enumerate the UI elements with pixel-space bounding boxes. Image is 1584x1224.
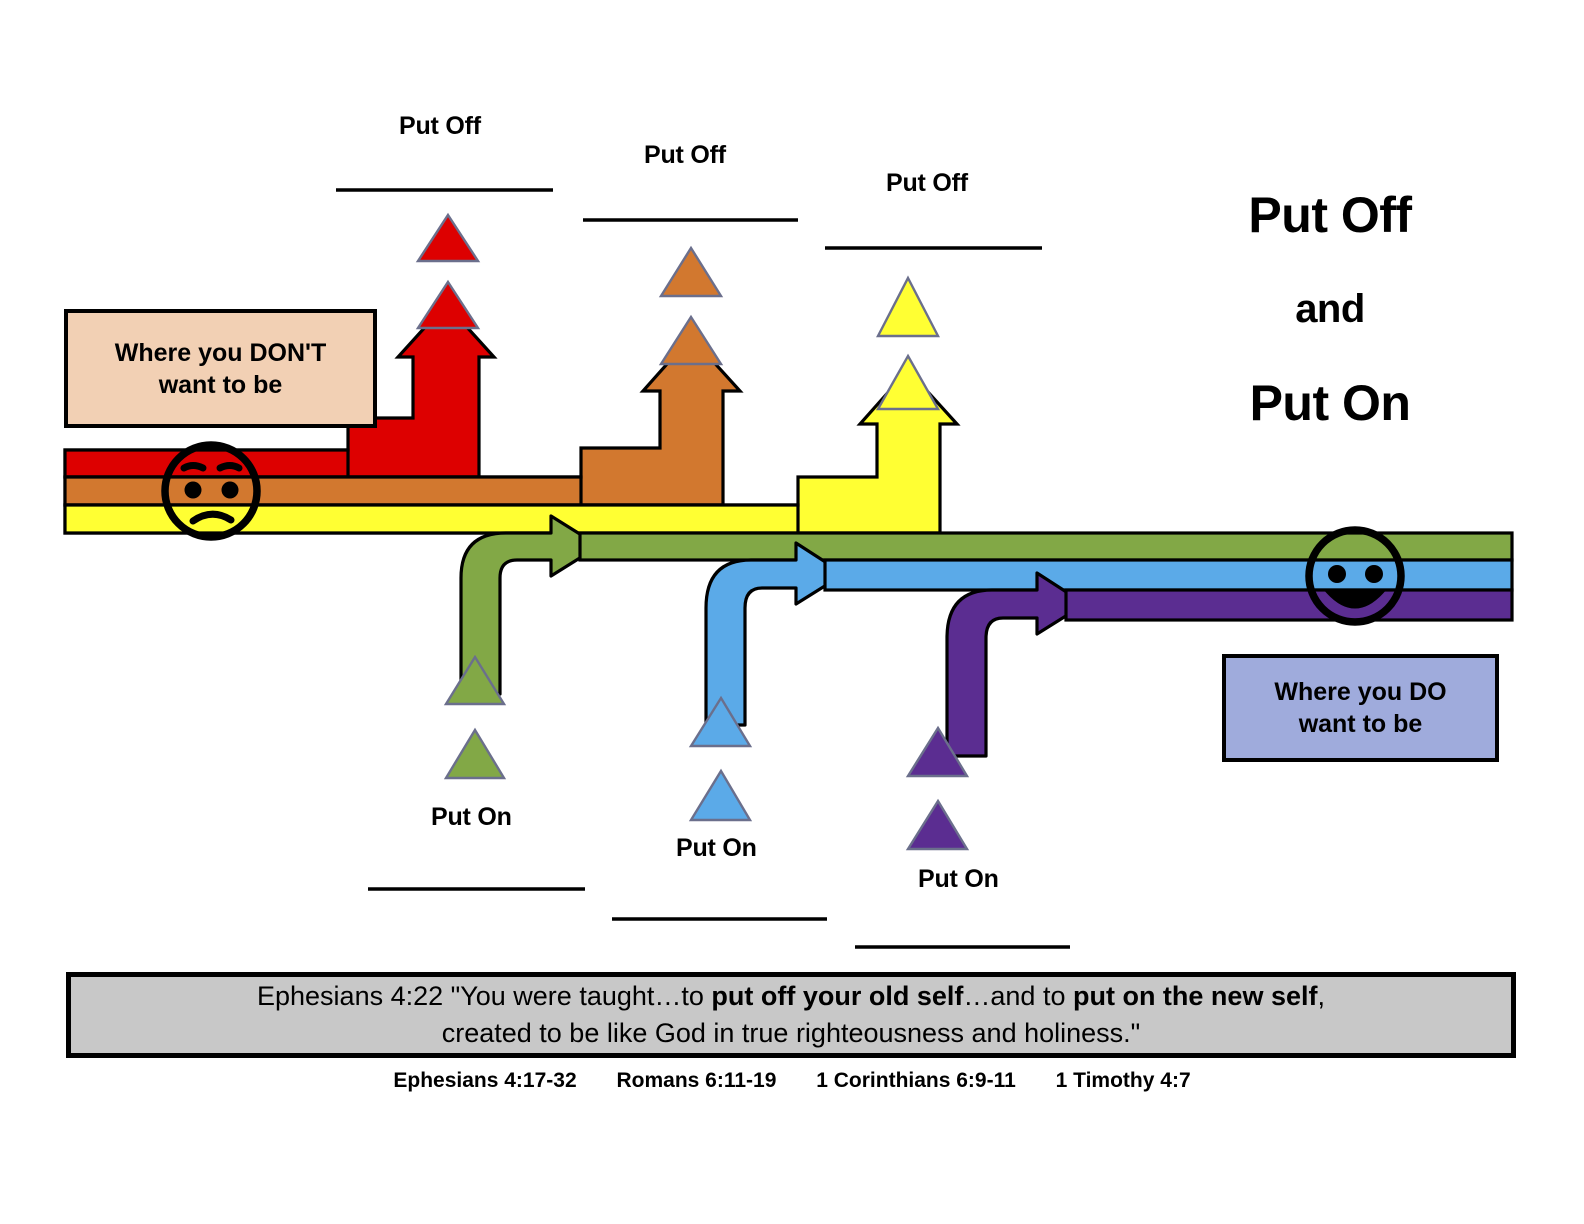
blue-triangles <box>688 695 753 822</box>
yellow-triangles <box>875 275 941 411</box>
scripture-bold-2: put on the new self <box>1072 980 1318 1011</box>
blue-bar <box>823 558 1514 592</box>
purple-bar <box>1064 588 1514 622</box>
orange-triangles <box>658 245 724 366</box>
blank-lines-bottom <box>368 887 1070 949</box>
title-line-2: and <box>1295 287 1365 332</box>
red-bar-body <box>63 448 350 479</box>
scripture-part-1: "You were taught…to <box>450 980 712 1011</box>
page-title: Put Off and Put On <box>1180 146 1480 473</box>
green-turn-arrow-and-bar <box>459 514 601 696</box>
sad-face-icon <box>161 441 261 541</box>
callout-do-line-2: want to be <box>1298 710 1423 738</box>
green-triangles <box>443 654 507 780</box>
purple-turn-arrow-and-bar <box>945 571 1087 758</box>
blank-lines-top <box>336 188 1042 250</box>
put-on-label-2: Put On <box>676 834 757 862</box>
happy-face-icon <box>1305 526 1405 626</box>
green-bar <box>578 531 1514 562</box>
callout-dont-want: Where you DON'T want to be <box>64 309 377 428</box>
scripture-bold-1: put off your old self <box>711 980 964 1011</box>
scripture-line-1: Ephesians 4:22 "You were taught…to put o… <box>257 978 1325 1015</box>
orange-bar-body <box>63 475 583 507</box>
put-on-label-1: Put On <box>431 803 512 831</box>
purple-triangles <box>905 725 970 851</box>
callout-do-line-1: Where you DO <box>1274 678 1447 706</box>
reference-item-1: Ephesians 4:17-32 <box>393 1069 577 1092</box>
callout-do-want: Where you DO want to be <box>1222 654 1499 762</box>
put-off-label-3: Put Off <box>886 169 968 197</box>
reference-item-4: 1 Timothy 4:7 <box>1055 1069 1191 1092</box>
scripture-line-2: created to be like God in true righteous… <box>441 1018 1141 1048</box>
scripture-box: Ephesians 4:22 "You were taught…to put o… <box>66 972 1516 1058</box>
callout-dont-line-1: Where you DON'T <box>114 338 327 367</box>
title-line-3: Put On <box>1249 374 1411 431</box>
reference-list: Ephesians 4:17-32 Romans 6:11-19 1 Corin… <box>0 1069 1584 1093</box>
title-line-1: Put Off <box>1248 187 1412 244</box>
scripture-reference: Ephesians 4:22 <box>257 980 451 1011</box>
reference-item-3: 1 Corinthians 6:9-11 <box>816 1069 1016 1092</box>
scripture-part-2: …and to <box>963 980 1073 1011</box>
put-off-label-2: Put Off <box>644 141 726 169</box>
scripture-part-3: , <box>1317 980 1325 1011</box>
blue-turn-arrow-and-bar <box>704 541 846 727</box>
callout-dont-line-2: want to be <box>158 370 283 399</box>
reference-item-2: Romans 6:11-19 <box>616 1069 777 1092</box>
put-on-label-3: Put On <box>918 865 999 893</box>
put-off-label-1: Put Off <box>399 112 481 140</box>
red-triangles <box>415 212 481 330</box>
